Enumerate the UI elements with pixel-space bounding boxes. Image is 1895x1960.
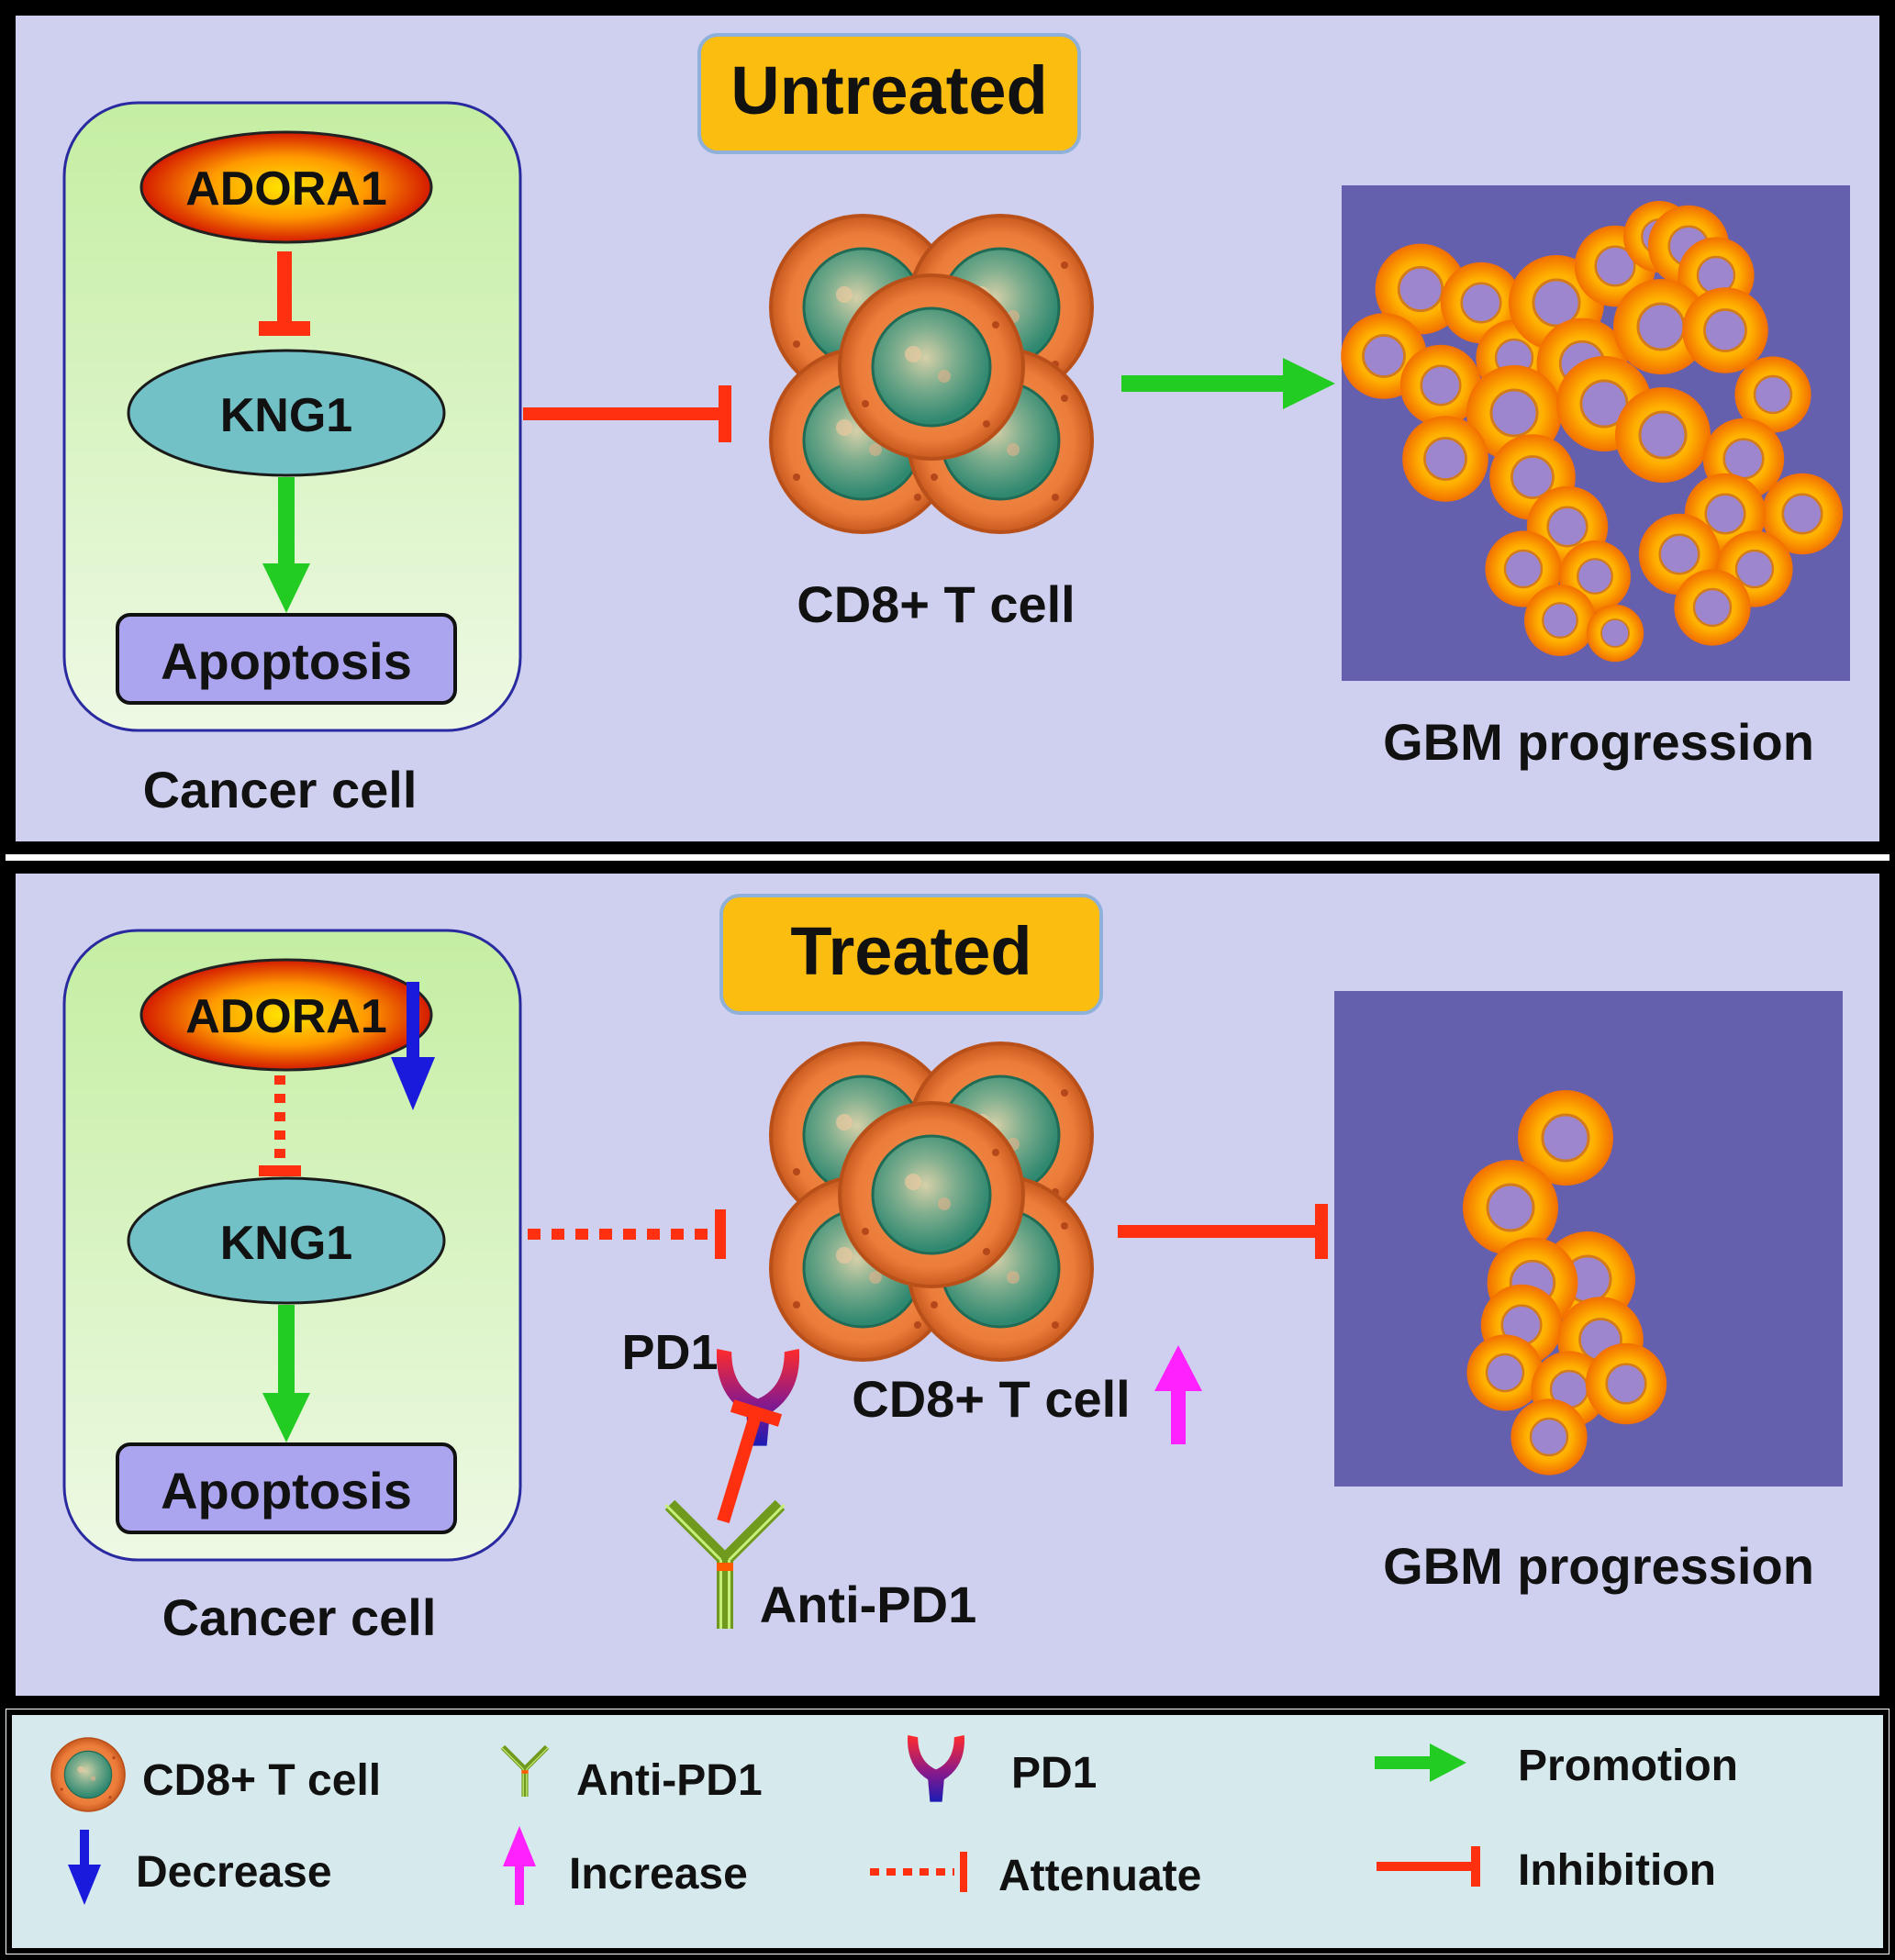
untreated-panel: Untreated ADORA1 KNG1 Apoptosis Cancer c…	[3, 3, 1892, 854]
attenuate-arrow-cancer-tcell	[528, 1209, 726, 1259]
apoptosis-node	[116, 613, 457, 705]
pd1-label: PD1	[621, 1325, 718, 1380]
t-cell-cluster-icon	[771, 216, 1092, 532]
legend-increase-label: Increase	[569, 1850, 748, 1899]
inhibition-arrow-antipd1-pd1	[717, 1399, 783, 1524]
kng1-node-treated	[127, 1176, 446, 1305]
attenuate-arrow-adora1-kng1	[259, 1075, 301, 1176]
tumor-cell-icon	[1522, 583, 1598, 658]
t-cell-cluster-icon-treated	[771, 1043, 1092, 1360]
legend-increase-icon	[503, 1826, 536, 1905]
apoptosis-label-treated: Apoptosis	[161, 1462, 412, 1520]
adora1-node	[139, 130, 433, 244]
tumor-cell-icon	[1585, 603, 1645, 663]
increase-arrow-tcell	[1154, 1345, 1202, 1444]
apoptosis-node-treated	[116, 1442, 457, 1534]
legend-pd1-label: PD1	[1011, 1749, 1097, 1798]
legend-inhibition-label: Inhibition	[1518, 1846, 1716, 1895]
legend-t-cell-icon	[50, 1737, 126, 1812]
inhibition-arrow-adora1-kng1	[259, 251, 310, 336]
apoptosis-label: Apoptosis	[161, 632, 412, 690]
cancer-cell-label-treated: Cancer cell	[162, 1588, 437, 1646]
treated-badge-label: Treated	[790, 913, 1031, 989]
tumor-cell-icon	[1673, 568, 1752, 647]
tumor-cell-icon	[1400, 414, 1490, 504]
legend-anti-pd1-label: Anti-PD1	[576, 1756, 763, 1805]
adora1-label: ADORA1	[185, 162, 387, 216]
legend-bg	[6, 1709, 1889, 1954]
kng1-node	[127, 349, 446, 477]
treated-panel: Treated ADORA1 KNG1 Apoptosis Cancer cel…	[3, 861, 1892, 1709]
cancer-cell-label: Cancer cell	[143, 761, 418, 819]
legend-decrease-icon	[68, 1830, 101, 1905]
inhibition-arrow-cancer-tcell	[523, 385, 731, 442]
legend-t-cell-label: CD8+ T cell	[142, 1756, 381, 1805]
tumor-cell-icon	[1584, 1342, 1668, 1426]
adora1-node-treated	[139, 958, 433, 1072]
legend-attenuate-icon	[870, 1852, 967, 1892]
untreated-badge	[697, 33, 1081, 154]
inhibition-arrow-tcell-gbm	[1118, 1204, 1328, 1259]
gbm-progression-label-treated: GBM progression	[1383, 1537, 1814, 1595]
legend-promotion-icon	[1375, 1743, 1466, 1782]
gbm-progression-label: GBM progression	[1383, 713, 1814, 771]
legend: CD8+ T cell Anti-PD1 PD1 Promotion Decre…	[6, 1709, 1889, 1954]
decrease-arrow-adora1	[391, 982, 435, 1110]
t-cell-label: CD8+ T cell	[797, 575, 1075, 633]
kng1-label: KNG1	[220, 389, 352, 442]
tumor-cell-icon	[1510, 1398, 1588, 1476]
treated-badge	[719, 894, 1103, 1015]
untreated-badge-label: Untreated	[730, 52, 1047, 128]
tumor-cell-icon	[1680, 285, 1770, 375]
promotion-arrow-kng1-apoptosis	[262, 477, 310, 613]
promotion-arrow-kng1-apoptosis-treated	[262, 1305, 310, 1442]
adora1-label-treated: ADORA1	[185, 990, 387, 1043]
legend-promotion-label: Promotion	[1518, 1742, 1738, 1790]
t-cell-label-treated: CD8+ T cell	[852, 1370, 1130, 1428]
kng1-label-treated: KNG1	[220, 1217, 352, 1270]
anti-pd1-label: Anti-PD1	[760, 1576, 976, 1633]
legend-inhibition-icon	[1377, 1846, 1480, 1887]
promotion-arrow-tcell-gbm	[1121, 358, 1335, 409]
legend-attenuate-label: Attenuate	[998, 1852, 1201, 1900]
tumor-cell-icon	[1466, 1333, 1544, 1412]
tumor-cell-icon	[1613, 385, 1712, 484]
legend-decrease-label: Decrease	[136, 1848, 332, 1897]
